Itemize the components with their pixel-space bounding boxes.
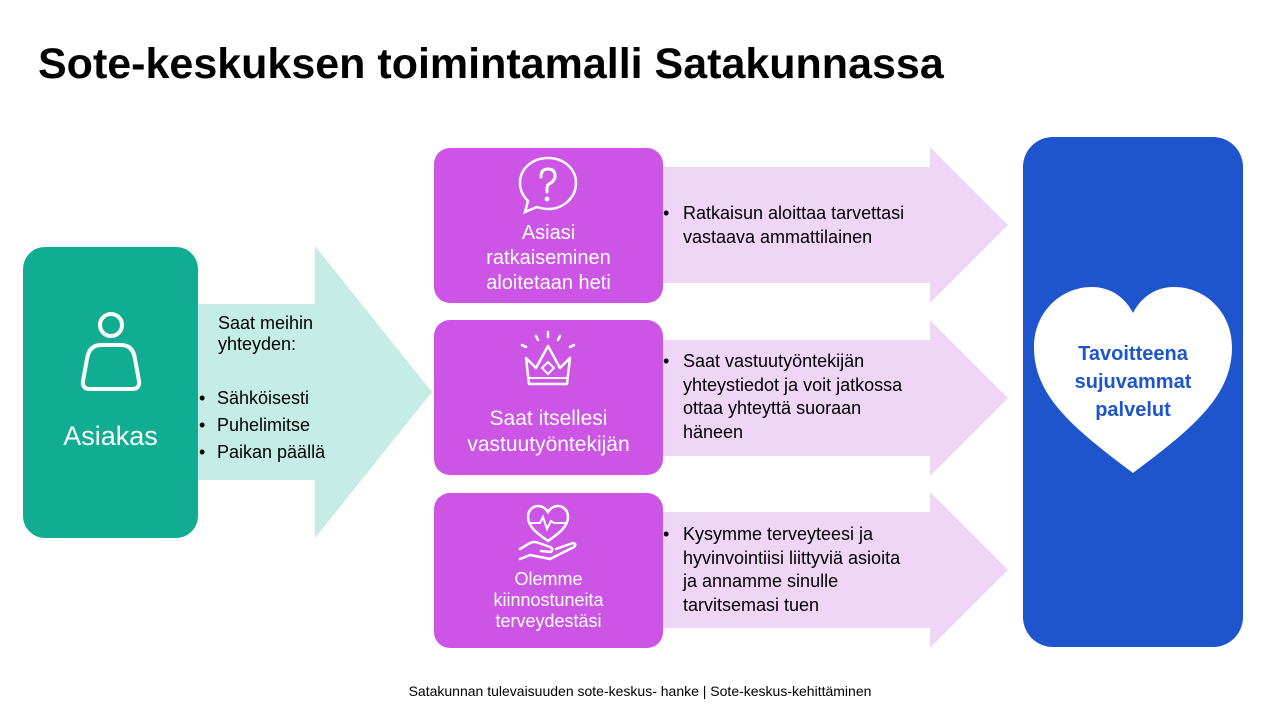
step-label-line: ratkaiseminen — [486, 247, 611, 269]
heart-hand-icon — [518, 504, 577, 561]
step-description-line: häneen — [683, 421, 744, 442]
step-description-line: Saat vastuutyöntekijän — [683, 351, 865, 371]
goal-box: Tavoitteena sujuvammat palvelut — [1023, 137, 1243, 647]
step-label-line: aloitetaan heti — [486, 272, 611, 294]
question-bubble-icon — [518, 156, 578, 215]
goal-text: Tavoitteena sujuvammat palvelut — [1023, 340, 1243, 424]
client-label: Asiakas — [63, 421, 158, 451]
goal-line: Tavoitteena — [1078, 343, 1188, 365]
step-description-line: Kysymme terveyteesi ja — [683, 524, 874, 544]
step-label-line: Olemme — [514, 569, 583, 589]
footer-text: Satakunnan tulevaisuuden sote-keskus- ha… — [408, 683, 872, 699]
heart-icon — [1034, 287, 1232, 473]
goal-line: sujuvammat — [1074, 371, 1192, 393]
step-box-1: Asiasi ratkaiseminen aloitetaan heti — [434, 148, 663, 303]
contact-intro: Saat meihin yhteyden: — [218, 313, 314, 354]
step-label-line: vastuutyöntekijän — [467, 433, 630, 456]
step-description-line: Ratkaisun aloittaa tarvettasi — [683, 203, 905, 223]
page-title: Sote-keskuksen toimintamalli Satakunnass… — [38, 40, 944, 88]
step-box-3: Olemme kiinnostuneita terveydestäsi — [434, 493, 663, 648]
contact-channel-item: Paikan päällä — [199, 441, 357, 463]
contact-channel-item: Puhelimitse — [199, 414, 357, 436]
step-description-line: ja annamme sinulle — [683, 571, 839, 591]
step-label: Olemme kiinnostuneita terveydestäsi — [434, 569, 663, 632]
contact-channel-list: Sähköisesti Puhelimitse Paikan päällä — [199, 387, 357, 468]
step-description-3: Kysymme terveyteesi ja hyvinvointiisi li… — [663, 523, 963, 617]
step-label-line: terveydestäsi — [495, 611, 602, 631]
contact-channel-item: Sähköisesti — [199, 387, 357, 409]
step-description-line: vastaava ammattilainen — [683, 226, 873, 247]
step-description-1: Ratkaisun aloittaa tarvettasi vastaava a… — [663, 202, 963, 249]
step-description-line: hyvinvointiisi liittyviä asioita — [683, 547, 901, 568]
step-label: Asiasi ratkaiseminen aloitetaan heti — [434, 221, 663, 296]
step-label-line: Asiasi — [521, 222, 576, 244]
step-description-item: Kysymme terveyteesi ja hyvinvointiisi li… — [663, 523, 963, 617]
goal-line: palvelut — [1095, 399, 1171, 421]
step-label: Saat itsellesi vastuutyöntekijän — [434, 406, 663, 458]
step-description-line: yhteystiedot ja voit jatkossa — [683, 374, 903, 395]
step-description-line: tarvitsemasi tuen — [683, 594, 820, 615]
step-label-line: kiinnostuneita — [493, 590, 604, 610]
crown-icon — [520, 330, 576, 386]
client-box: Asiakas — [23, 247, 198, 538]
person-icon — [80, 312, 142, 391]
step-label-line: Saat itsellesi — [489, 407, 608, 430]
step-description-line: ottaa yhteyttä suoraan — [683, 398, 862, 418]
step-description-2: Saat vastuutyöntekijän yhteystiedot ja v… — [663, 350, 963, 444]
step-description-item: Saat vastuutyöntekijän yhteystiedot ja v… — [663, 350, 963, 444]
step-box-2: Saat itsellesi vastuutyöntekijän — [434, 320, 663, 475]
step-description-item: Ratkaisun aloittaa tarvettasi vastaava a… — [663, 202, 963, 249]
